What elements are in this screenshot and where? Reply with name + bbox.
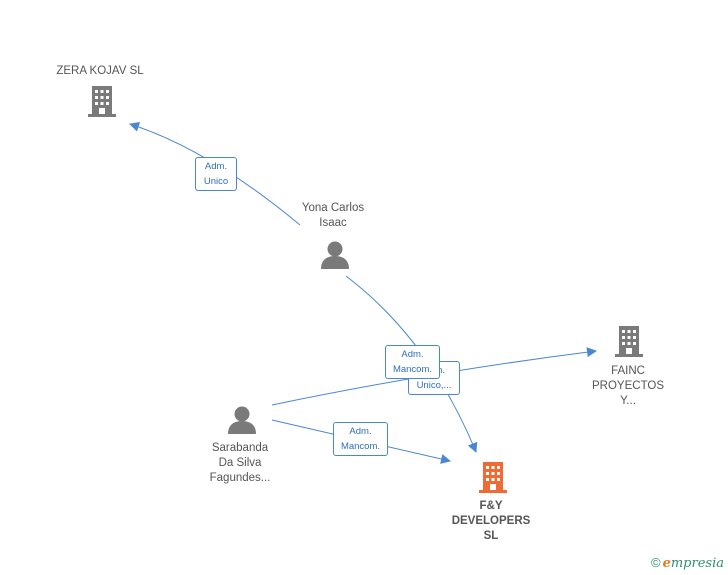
role-text: Unico	[203, 176, 229, 187]
building-icon[interactable]	[613, 324, 645, 358]
company-name-line: SL	[483, 530, 499, 542]
person-icon[interactable]	[226, 405, 258, 435]
company-name-line: PROYECTOS	[592, 380, 664, 392]
company-name-line: F&Y	[479, 500, 503, 512]
company-name-fainc[interactable]: FAINC PROYECTOS Y...	[563, 364, 693, 409]
company-name-fy[interactable]: F&Y DEVELOPERS SL	[426, 499, 556, 544]
person-name-line: Isaac	[319, 217, 347, 229]
person-icon[interactable]	[319, 240, 351, 270]
role-text: Mancom.	[392, 364, 433, 375]
role-text: Adm.	[401, 349, 424, 360]
brand-name: mpresia	[670, 556, 724, 571]
building-icon[interactable]	[477, 459, 509, 495]
company-name-line: DEVELOPERS	[451, 515, 531, 527]
person-name-line: Fagundes...	[209, 472, 271, 484]
edge-label-sarabanda-fy[interactable]: Adm. Mancom.	[333, 422, 388, 456]
company-name-zera[interactable]: ZERA KOJAV SL	[56, 65, 144, 77]
person-name-sarabanda[interactable]: Sarabanda Da Silva Fagundes...	[175, 441, 305, 486]
role-text: Mancom.	[340, 441, 381, 452]
brand-initial: e	[662, 556, 671, 571]
building-icon[interactable]	[86, 84, 118, 118]
empresia-logo[interactable]: ©empresia	[651, 555, 724, 571]
role-text: Adm.	[349, 426, 372, 437]
role-text: Unico,...	[416, 380, 452, 391]
person-name-line: Yona Carlos	[301, 202, 365, 214]
copyright-symbol: ©	[650, 555, 661, 570]
person-name-line: Da Silva	[218, 457, 262, 469]
company-name-line: Y...	[620, 395, 636, 407]
person-name-yona[interactable]: Yona Carlos Isaac	[268, 201, 398, 231]
company-name-line: FAINC	[611, 365, 645, 377]
edge-label-yona-fy-mancom[interactable]: Adm. Mancom.	[385, 345, 440, 379]
role-text: Adm.	[204, 161, 228, 172]
edge-label-yona-zera[interactable]: Adm. Unico	[195, 157, 237, 191]
person-name-line: Sarabanda	[211, 442, 269, 454]
